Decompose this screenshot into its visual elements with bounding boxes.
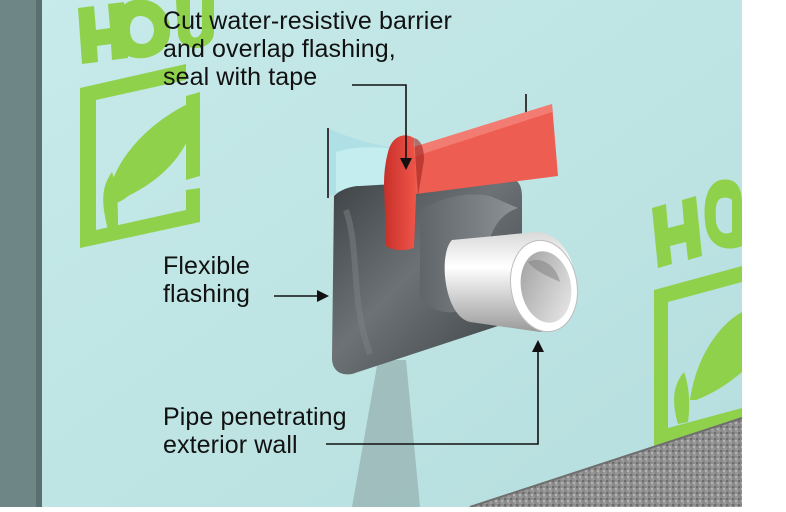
siding-edge bbox=[0, 0, 42, 507]
callout-barrier-text: Cut water-resistive barrier and overlap … bbox=[163, 7, 452, 91]
callout-flashing-line-1: Flexible bbox=[163, 252, 250, 280]
callout-barrier-line-3: seal with tape bbox=[163, 63, 318, 91]
callout-flashing-text: Flexible flashing bbox=[163, 252, 250, 308]
callout-pipe-line-2: exterior wall bbox=[163, 431, 298, 459]
callout-pipe-text: Pipe penetrating exterior wall bbox=[163, 403, 347, 459]
callout-barrier-line-2: and overlap flashing, bbox=[163, 35, 396, 63]
leader-pipe bbox=[326, 340, 544, 445]
pipe bbox=[444, 232, 578, 333]
callout-flashing-line-2: flashing bbox=[163, 280, 250, 308]
callout-pipe-line-1: Pipe penetrating bbox=[163, 403, 347, 431]
callout-leaders bbox=[274, 84, 544, 445]
callout-barrier-line-1: Cut water-resistive barrier bbox=[163, 7, 452, 35]
leader-barrier bbox=[352, 84, 412, 170]
seal-tape bbox=[384, 104, 558, 251]
wrap-brand-print bbox=[78, 0, 743, 448]
